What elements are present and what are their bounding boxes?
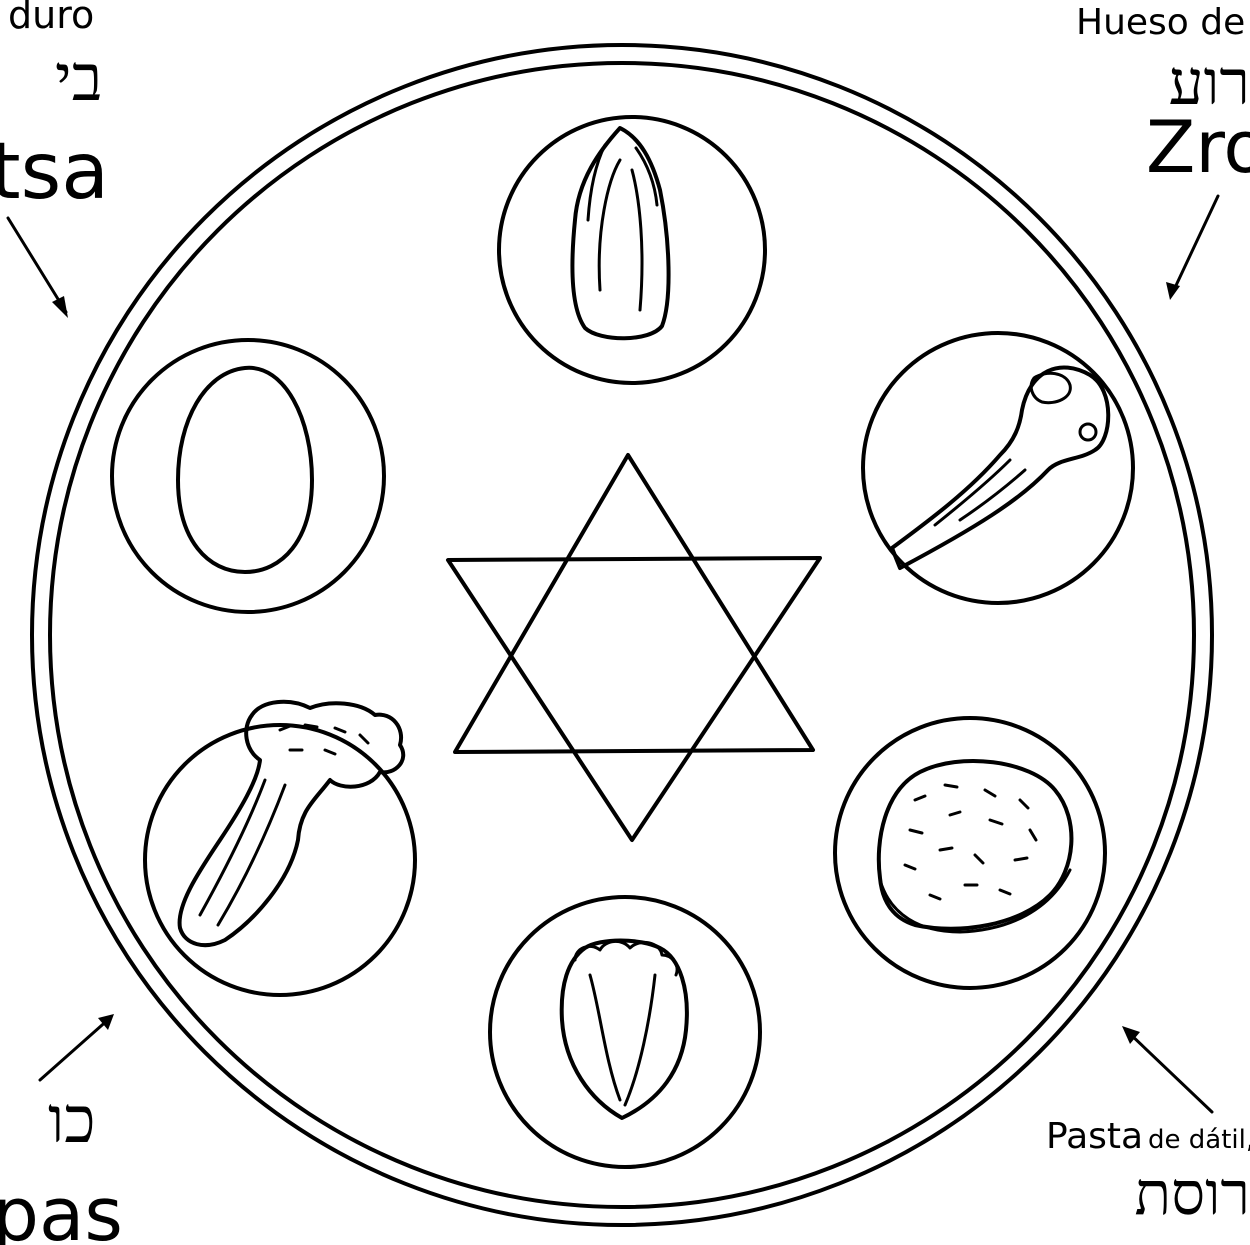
label-top-right: Hueso de רוע Zro	[1076, 2, 1250, 189]
label-bottom-right-hebrew: רוסת	[1134, 1159, 1250, 1229]
seder-plate	[32, 45, 1212, 1225]
label-bottom-left: כו pas	[0, 1084, 123, 1245]
label-bottom-right-small-2: de dátil,	[1148, 1125, 1250, 1155]
charoset-icon	[835, 718, 1105, 988]
label-bottom-left-hebrew: כו	[48, 1084, 96, 1158]
label-bottom-right: Pasta de dátil, רוסת	[1046, 1116, 1250, 1229]
lettuce-icon	[490, 897, 760, 1167]
label-top-right-small: Hueso de	[1076, 2, 1245, 43]
endive-icon	[499, 117, 765, 383]
celery-icon	[145, 702, 415, 995]
label-top-left: duro בי tsa	[0, 0, 109, 217]
egg-icon	[112, 340, 384, 612]
arrow-top-left	[8, 218, 68, 318]
label-bottom-left-big: pas	[0, 1172, 123, 1245]
arrow-bottom-left	[40, 1014, 114, 1080]
star-of-david-icon	[448, 455, 820, 840]
label-top-left-small: duro	[8, 0, 94, 37]
arrow-top-right	[1166, 196, 1218, 300]
label-top-left-hebrew: בי	[55, 42, 103, 116]
shank-bone-icon	[863, 333, 1133, 603]
label-top-left-big: tsa	[0, 127, 109, 217]
label-top-right-big: Zro	[1146, 105, 1250, 189]
label-bottom-right-small-1: Pasta	[1046, 1116, 1143, 1157]
arrow-bottom-right	[1122, 1026, 1212, 1112]
